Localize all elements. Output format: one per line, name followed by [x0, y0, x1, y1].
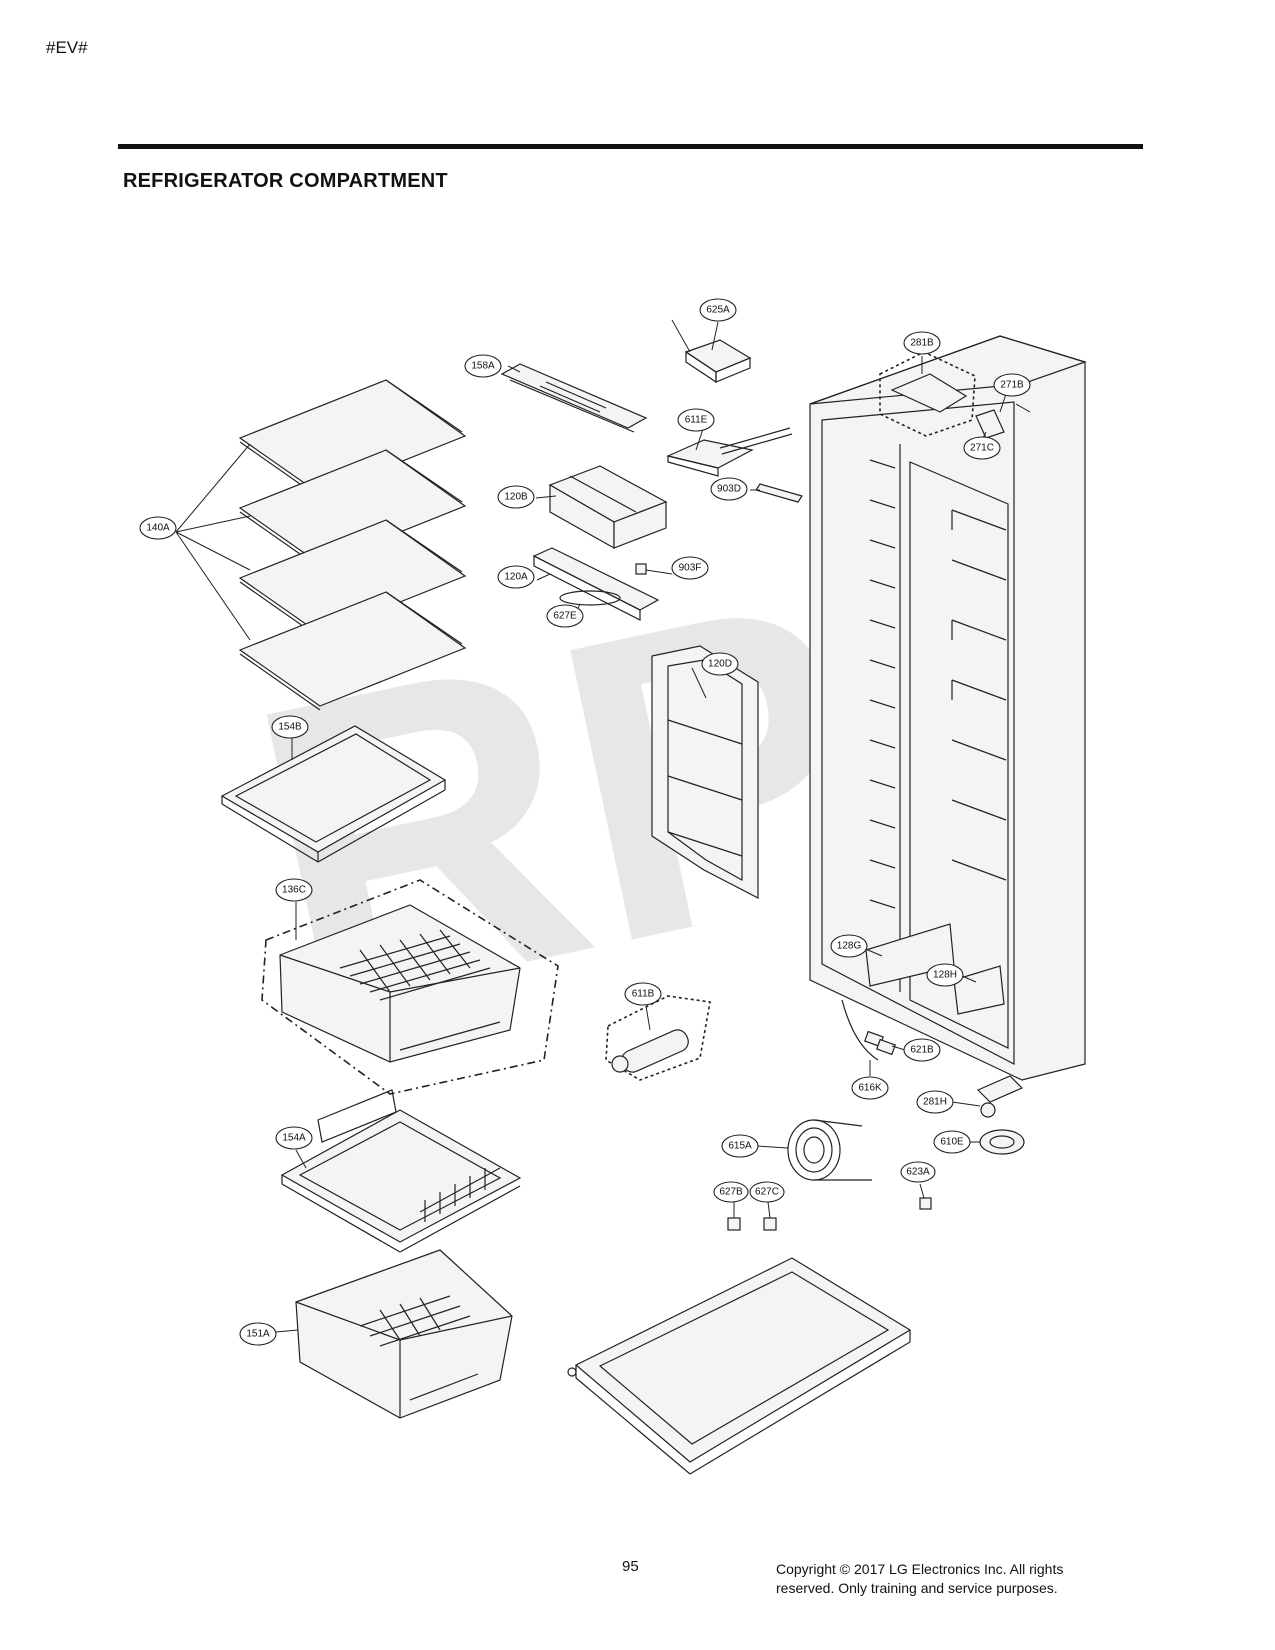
callout: 128H	[926, 963, 964, 987]
glass-shelf	[238, 379, 467, 499]
filter-housing	[548, 465, 668, 550]
callout: 154A	[275, 1126, 313, 1150]
svg-text:271C: 271C	[970, 443, 994, 454]
water-tube-coil	[787, 1119, 872, 1181]
clip	[727, 1217, 741, 1231]
control-box	[671, 319, 752, 384]
glass-shelves	[175, 379, 467, 711]
lower-hinge	[976, 1075, 1024, 1118]
svg-text:140A: 140A	[146, 523, 170, 534]
svg-text:627B: 627B	[719, 1187, 743, 1198]
callout: 128G	[830, 934, 868, 958]
callout: 140A	[139, 516, 177, 540]
callout: 621B	[903, 1038, 941, 1062]
svg-text:120B: 120B	[504, 492, 528, 503]
svg-text:271B: 271B	[1000, 380, 1024, 391]
svg-text:623A: 623A	[906, 1167, 930, 1178]
water-filter	[605, 995, 711, 1081]
callout: 120A	[497, 565, 535, 589]
callout: 616K	[851, 1076, 889, 1100]
svg-text:154B: 154B	[278, 722, 302, 733]
header-rule	[118, 144, 1143, 149]
svg-text:615A: 615A	[728, 1141, 752, 1152]
svg-text:610E: 610E	[940, 1137, 964, 1148]
connector	[635, 563, 673, 575]
callout: 615A	[721, 1134, 759, 1158]
svg-text:120D: 120D	[708, 659, 732, 670]
callout: 136C	[275, 878, 313, 902]
svg-text:627C: 627C	[755, 1187, 779, 1198]
svg-text:158A: 158A	[471, 361, 495, 372]
callout: 625A	[699, 298, 737, 322]
svg-text:281H: 281H	[923, 1097, 947, 1108]
page-code: #EV#	[46, 38, 88, 57]
glass-shelf	[238, 519, 467, 639]
top-hinge	[975, 403, 1031, 439]
svg-text:136C: 136C	[282, 885, 306, 896]
filter-bracket	[532, 547, 660, 621]
copyright-line-1: Copyright © 2017 LG Electronics Inc. All…	[776, 1561, 1064, 1577]
crisper-drawer-assembly	[261, 879, 559, 1095]
water-tube-fittings	[864, 1030, 896, 1056]
svg-text:616K: 616K	[858, 1083, 882, 1094]
drawer-grid	[339, 929, 491, 1001]
callout: 903F	[671, 556, 709, 580]
svg-text:903D: 903D	[717, 484, 741, 495]
svg-text:281B: 281B	[910, 338, 934, 349]
svg-text:903F: 903F	[679, 563, 702, 574]
callout: 903D	[710, 477, 748, 501]
clip	[919, 1197, 932, 1210]
callout: 627E	[546, 604, 584, 628]
callouts: 625A 281B 158A 271B 611E 271C 120B 903D …	[139, 298, 1031, 1346]
callout: 271C	[963, 436, 1001, 460]
bottom-tray	[567, 1257, 912, 1475]
svg-text:621B: 621B	[910, 1045, 934, 1056]
cabinet-shelf-supports	[951, 509, 1007, 881]
callout: 120B	[497, 485, 535, 509]
svg-text:128H: 128H	[933, 970, 957, 981]
copyright-notice: Copyright © 2017 LG Electronics Inc. All…	[776, 1560, 1136, 1598]
callout: 158A	[464, 354, 502, 378]
svg-text:627E: 627E	[553, 611, 577, 622]
svg-text:154A: 154A	[282, 1133, 306, 1144]
callout: 151A	[239, 1322, 277, 1346]
glass-shelf	[238, 591, 467, 711]
callout: 610E	[933, 1130, 971, 1154]
clip	[763, 1217, 777, 1231]
callout: 271B	[993, 373, 1031, 397]
glass-shelf	[238, 449, 467, 569]
shelf-frame	[220, 725, 447, 863]
callout: 627C	[749, 1181, 785, 1203]
cabinet-rails-left	[869, 459, 896, 909]
vegetable-bin	[295, 1249, 513, 1419]
callout: 281B	[903, 331, 941, 355]
label-sticker	[755, 483, 803, 503]
page-number: 95	[622, 1558, 639, 1575]
deli-drawer	[280, 1089, 522, 1253]
svg-text:611B: 611B	[632, 989, 655, 1000]
callout: 627B	[713, 1181, 749, 1203]
svg-text:611E: 611E	[685, 415, 708, 426]
svg-text:128G: 128G	[837, 941, 862, 952]
callout: 154B	[271, 715, 309, 739]
copyright-line-2: reserved. Only training and service purp…	[776, 1580, 1058, 1596]
svg-text:120A: 120A	[504, 572, 528, 583]
svg-text:625A: 625A	[706, 305, 730, 316]
callout-leaders	[275, 321, 1007, 1333]
callout: 611E	[677, 408, 715, 432]
water-valve	[979, 1129, 1025, 1155]
led-module	[666, 427, 793, 477]
callout: 611B	[624, 982, 662, 1006]
callout: 623A	[900, 1161, 936, 1183]
lamp-cover	[500, 363, 648, 433]
callout: 281H	[916, 1090, 954, 1114]
svg-text:151A: 151A	[246, 1329, 270, 1340]
callout: 120D	[701, 652, 739, 676]
section-title: REFRIGERATOR COMPARTMENT	[123, 170, 448, 192]
